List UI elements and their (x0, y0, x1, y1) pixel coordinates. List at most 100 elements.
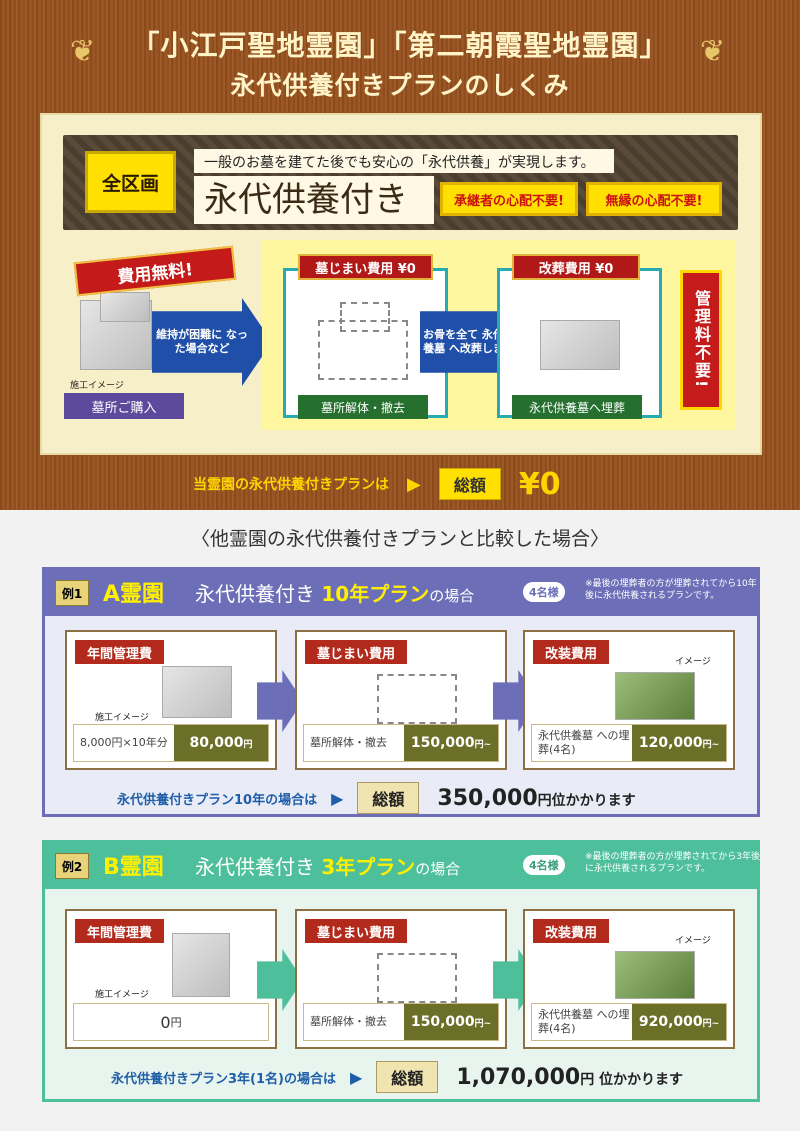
plan-prefix: 永代供養付き (195, 582, 315, 606)
dismantled-grave-icon (377, 674, 457, 724)
example1-plan: 永代供養付き 10年プランの場合 (195, 578, 474, 607)
cost-number: 920,000 (638, 1014, 703, 1030)
plan-prefix: 永代供養付き (195, 855, 315, 879)
card-header: 年間管理費 (75, 640, 165, 664)
total-amount: ¥0 (518, 466, 561, 502)
dismantled-grave-icon (377, 953, 457, 1003)
burial-label: 永代供養墓へ埋葬 (512, 395, 642, 419)
memorial-grave-image (540, 320, 620, 370)
dismantled-grave-top-icon (340, 302, 390, 332)
card-header: 年間管理費 (75, 919, 165, 943)
all-plots-badge: 全区画 (85, 151, 176, 213)
cost-number: 120,000 (638, 735, 703, 751)
memorial-tower-image (615, 672, 695, 720)
example2-persons-badge: 4名様 (523, 855, 565, 875)
summary-label: 永代供養付きプラン10年の場合は (117, 792, 318, 808)
grave-image (162, 666, 232, 718)
cost-number: 150,000 (410, 735, 475, 751)
grave-image (172, 933, 230, 997)
construction-image-note: 施工イメージ (95, 990, 149, 1000)
no-successor-badge: 承継者の心配不要! (440, 182, 578, 216)
grave-image-top (100, 292, 150, 322)
page-title: 「小江戸聖地霊園」「第二朝霞聖地霊園」 (131, 29, 669, 62)
card-header: 改装費用 (533, 919, 610, 943)
dismantled-grave-icon (318, 320, 408, 380)
plan-bold: 10年プラン (321, 582, 430, 606)
cost-desc: 8,000円×10年分 (80, 735, 168, 749)
memorial-tower-image (615, 951, 695, 999)
cost-desc: 墓所解体・撤去 (310, 1014, 387, 1028)
card-header: 墓じまい費用 (305, 640, 408, 664)
play-arrow-icon: ▶ (349, 1067, 363, 1087)
summary-sou: 総額 (357, 782, 420, 814)
cost-unit: 円~ (702, 1018, 720, 1029)
no-fee-vertical-badge: 管理料不要! (680, 270, 722, 410)
example1-persons-badge: 4名様 (523, 582, 565, 602)
summary-amount: 350,000円位かかります (437, 786, 635, 811)
relocation-cost-label: 改葬費用 ¥0 (512, 254, 640, 280)
image-note: イメージ (675, 936, 711, 946)
example1-header (45, 570, 757, 616)
purchase-label: 墓所ご購入 (64, 393, 184, 419)
example1-summary: 永代供養付きプラン10年の場合は ▶ 総額 350,000円位かかります (117, 782, 636, 814)
example2-section: 例2 B霊園 永代供養付き 3年プランの場合 4名様 ※最後の埋葬者の方が埋葬さ… (42, 840, 760, 1102)
plan-bold: 3年プラン (321, 855, 416, 879)
summary-sou: 総額 (376, 1061, 439, 1093)
example2-summary: 永代供養付きプラン3年(1名)の場合は ▶ 総額 1,070,000円 位かかり… (111, 1061, 683, 1093)
cost-unit: 円~ (702, 739, 720, 750)
summary-amount: 1,070,000円 位かかります (456, 1065, 683, 1090)
total-row: 当霊園の永代供養付きプランは ▶ 総額 ¥0 (193, 466, 561, 502)
total-label: 当霊園の永代供養付きプランは (193, 477, 389, 493)
amount-suffix: 円位かかります (537, 792, 636, 809)
play-arrow-icon: ▶ (331, 788, 344, 808)
cost-desc: 永代供養墓 への埋葬(4名) (538, 1007, 630, 1035)
cost-unit: 円~ (474, 1018, 492, 1029)
summary-label: 永代供養付きプラン3年(1名)の場合は (111, 1071, 336, 1087)
image-note: イメージ (675, 657, 711, 667)
page-subtitle: 永代供養付きプランのしくみ (230, 71, 570, 100)
dismantle-label: 墓所解体・撤去 (298, 395, 428, 419)
cost-desc: 永代供養墓 への埋葬(4名) (538, 728, 630, 756)
amount-number: 1,070,000 (456, 1064, 581, 1090)
card-header: 墓じまい費用 (305, 919, 408, 943)
banner-message: 一般のお墓を建てた後でも安心の「永代供養」が実現します。 (194, 149, 614, 173)
card-header: 改装費用 (533, 640, 610, 664)
banner-heading: 永代供養付き (194, 176, 434, 224)
example1-section: 例1 A霊園 永代供養付き 10年プランの場合 4名様 ※最後の埋葬者の方が埋葬… (42, 567, 760, 817)
example2-name: B霊園 (103, 855, 164, 880)
amount-number: 350,000 (437, 785, 538, 811)
cost-number: 150,000 (410, 1014, 475, 1030)
cost-unit: 円 (243, 739, 253, 750)
amount-suffix: 円 位かかります (580, 1071, 684, 1088)
plan-suffix: の場合 (415, 860, 461, 878)
construction-image-note: 施工イメージ (70, 381, 124, 391)
cost-unit: 円~ (474, 739, 492, 750)
left-ornament-icon: ❦ (70, 34, 96, 69)
cost-unit: 円 (170, 1016, 182, 1029)
plan-suffix: の場合 (429, 587, 475, 605)
example2-plan: 永代供養付き 3年プランの場合 (195, 851, 460, 880)
cost-number: 80,000 (189, 735, 244, 751)
construction-image-note: 施工イメージ (95, 713, 149, 723)
comparison-title: 〈他霊園の永代供養付きプランと比較した場合〉 (190, 528, 609, 550)
example1-name: A霊園 (103, 582, 165, 607)
example2-tag: 例2 (55, 853, 89, 879)
cost-desc: 墓所解体・撤去 (310, 735, 387, 749)
no-abandon-badge: 無縁の心配不要! (586, 182, 722, 216)
example2-note: ※最後の埋葬者の方が埋葬されてから3年後に永代供養されるプランです。 (585, 852, 760, 875)
